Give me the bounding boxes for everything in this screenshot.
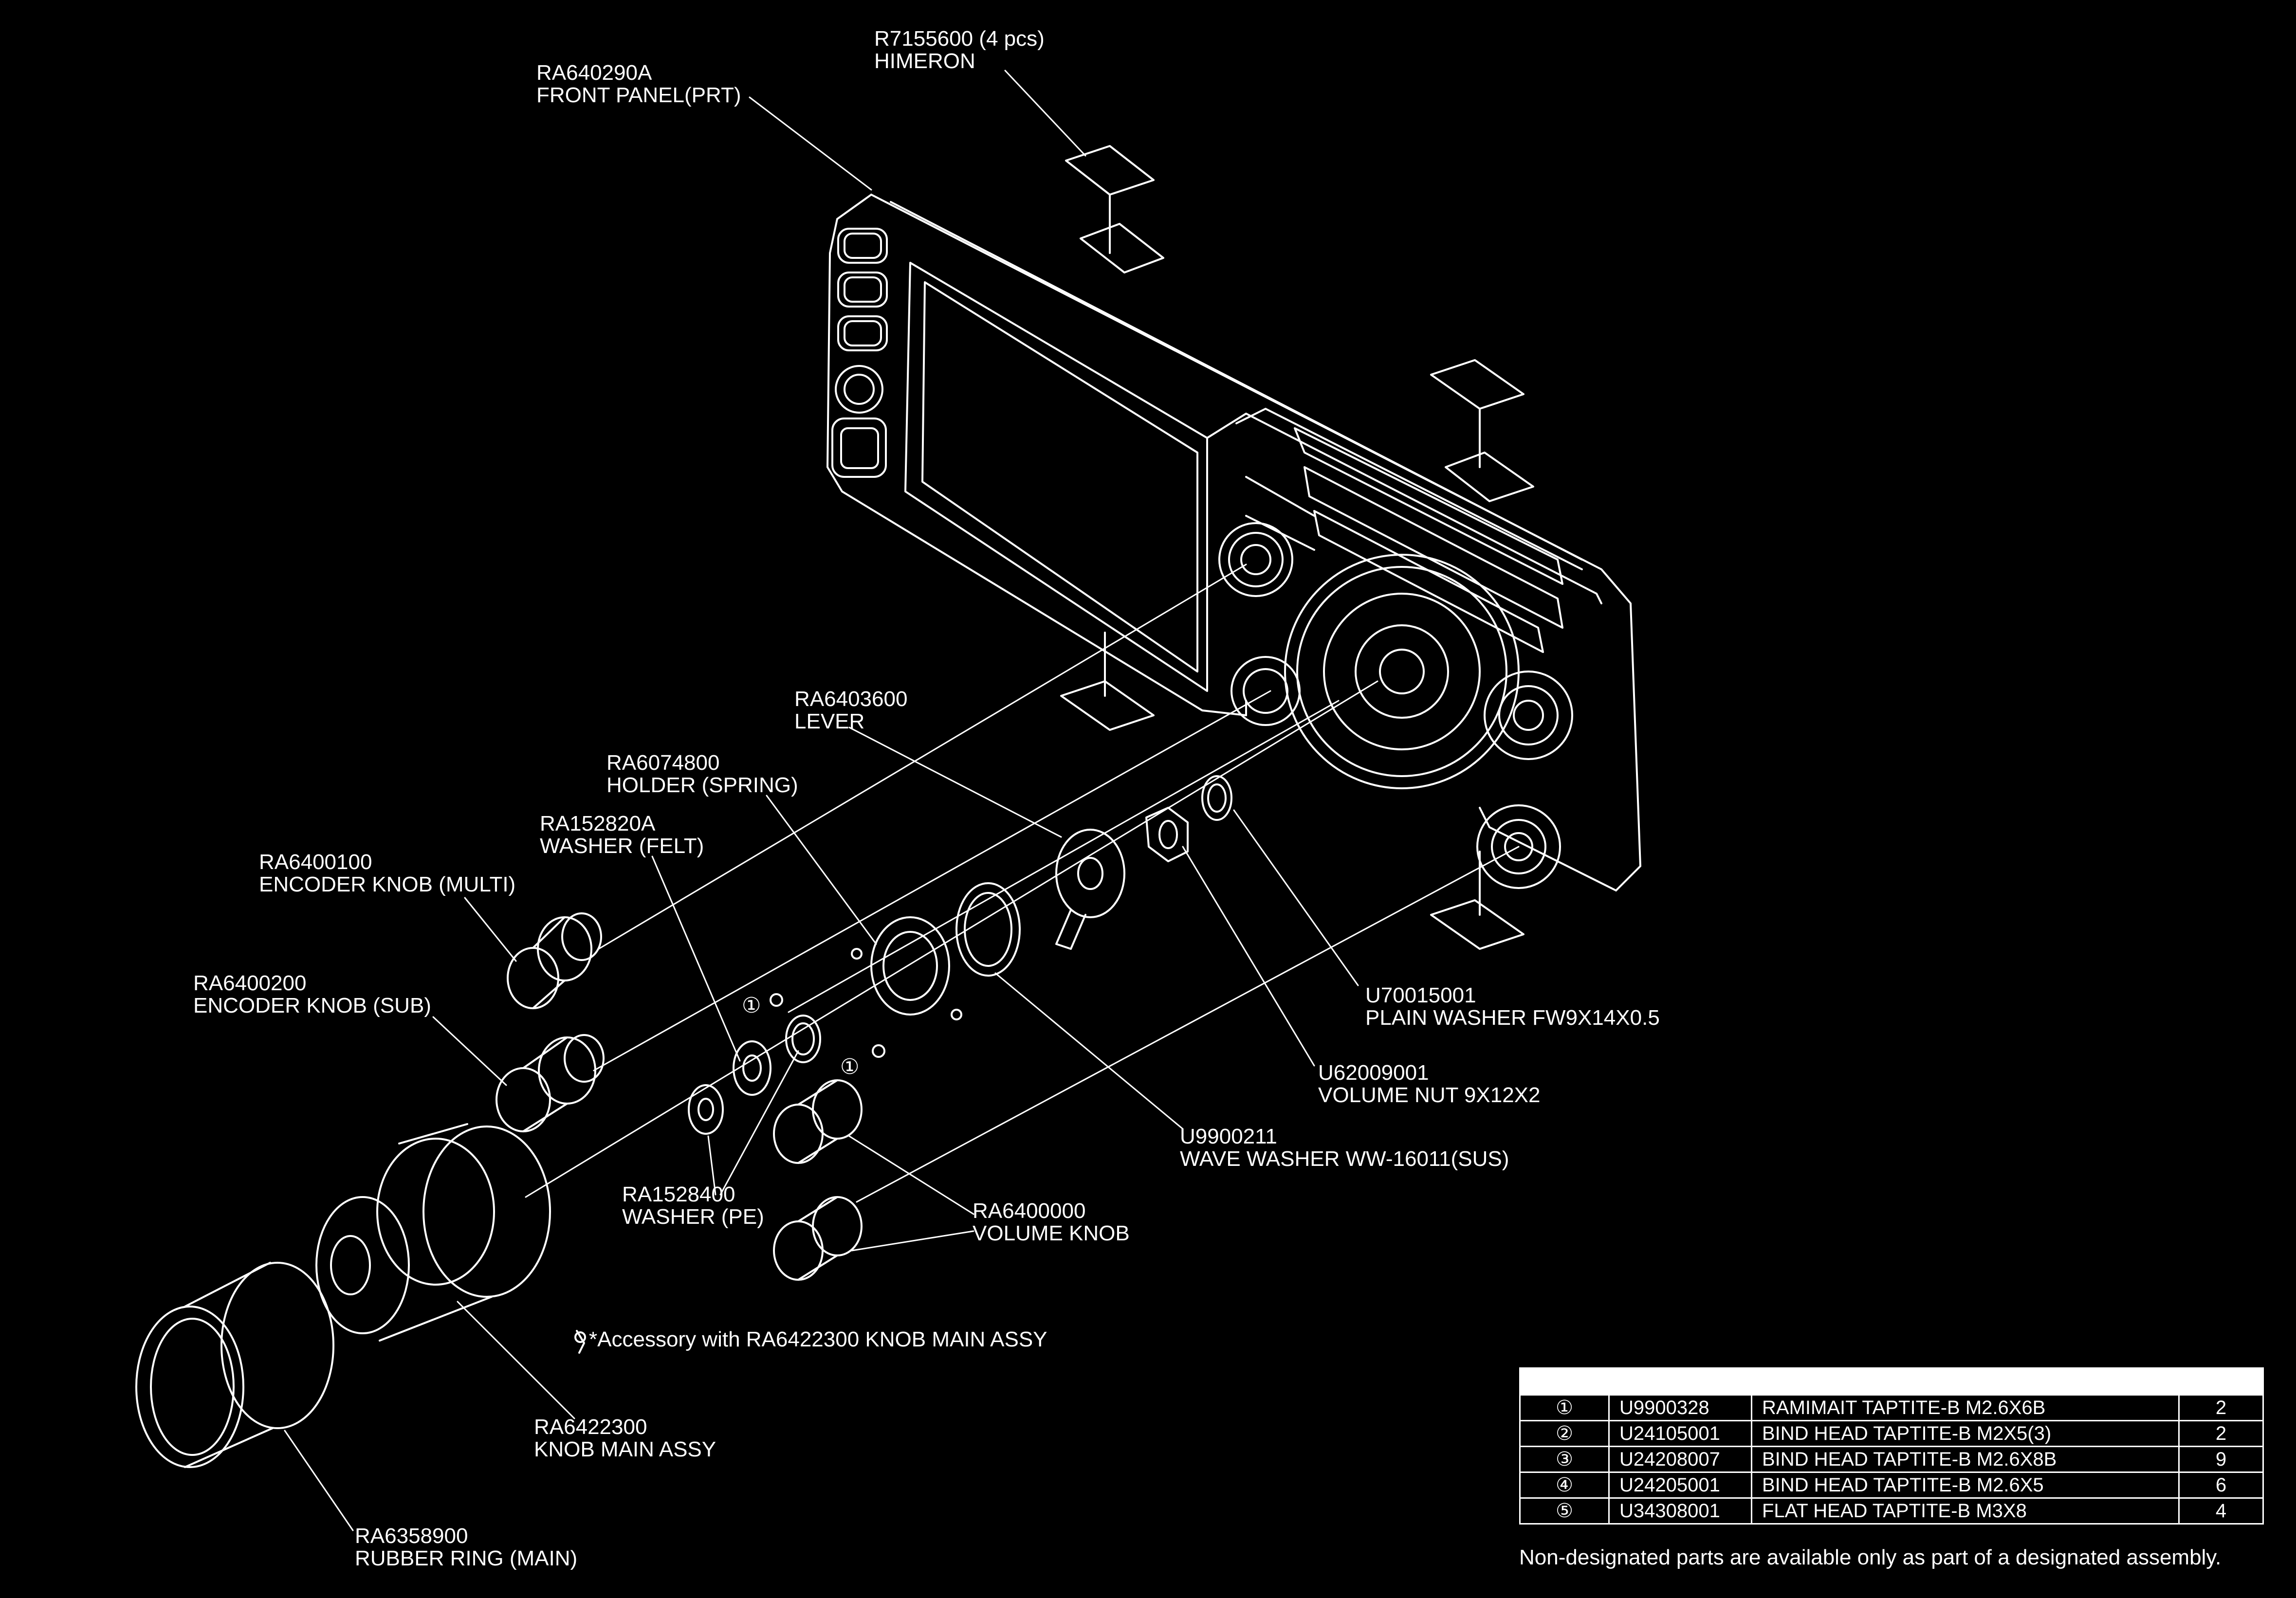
screw-marker: ① <box>840 1055 860 1079</box>
callout-encoder-knob-multi: RA6400100 ENCODER KNOB (MULTI) <box>259 851 515 896</box>
callout-name: HIMERON <box>874 49 975 73</box>
callout-part-no: RA6400000 <box>973 1199 1086 1223</box>
callout-front-panel: RA640290A FRONT PANEL(PRT) <box>536 62 741 107</box>
encoder-knob-sub-drawing <box>496 1034 605 1132</box>
washer-drawing <box>688 775 1232 1135</box>
callout-part-no: RA6400200 <box>193 971 307 995</box>
callout-part-no: RA6400100 <box>259 850 372 874</box>
callout-knob-main-assy: RA6422300 KNOB MAIN ASSY <box>534 1416 716 1461</box>
table-header-row <box>1519 1367 2264 1396</box>
table-row: ④ U24205001 BIND HEAD TAPTITE-B M2.6X5 6 <box>1519 1471 2264 1499</box>
encoder-knob-multi-drawing <box>507 912 602 1009</box>
table-cell-part-no: U24208007 <box>1608 1446 1752 1473</box>
accessory-note: *Accessory with RA6422300 KNOB MAIN ASSY <box>589 1327 1047 1351</box>
callout-volume-nut: U62009001 VOLUME NUT 9X12X2 <box>1318 1062 1540 1107</box>
table-footnote: Non-designated parts are available only … <box>1519 1545 2222 1569</box>
callout-part-no: RA1528400 <box>622 1182 735 1206</box>
callout-part-no: RA152820A <box>540 812 656 835</box>
table-cell-mark: ① <box>1519 1394 1610 1421</box>
table-cell-description: BIND HEAD TAPTITE-B M2.6X5 <box>1751 1471 2180 1499</box>
callout-name: HOLDER (SPRING) <box>606 773 798 797</box>
callout-encoder-knob-sub: RA6400200 ENCODER KNOB (SUB) <box>193 972 431 1017</box>
callout-name: LEVER <box>794 709 865 733</box>
callout-name: FRONT PANEL(PRT) <box>536 83 741 107</box>
callout-holder-spring: RA6074800 HOLDER (SPRING) <box>606 752 798 797</box>
callout-part-no: RA640290A <box>536 61 652 85</box>
table-row: ② U24105001 BIND HEAD TAPTITE-B M2X5(3) … <box>1519 1420 2264 1447</box>
table-cell-description: BIND HEAD TAPTITE-B M2X5(3) <box>1751 1420 2180 1447</box>
callout-name: ENCODER KNOB (SUB) <box>193 994 431 1017</box>
table-cell-qty: 6 <box>2178 1471 2264 1499</box>
volume-knob-drawing <box>773 1079 863 1281</box>
table-cell-mark: ④ <box>1519 1471 1610 1499</box>
callout-name: WAVE WASHER WW-16011(SUS) <box>1180 1147 1509 1171</box>
callout-plain-washer: U70015001 PLAIN WASHER FW9X14X0.5 <box>1365 984 1660 1029</box>
table-cell-part-no: U24205001 <box>1608 1471 1752 1499</box>
table-cell-qty: 4 <box>2178 1497 2264 1525</box>
leader-lines <box>284 70 1359 1531</box>
table-cell-part-no: U24105001 <box>1608 1420 1752 1447</box>
table-cell-mark: ⑤ <box>1519 1497 1610 1525</box>
callout-part-no: U9900211 <box>1180 1125 1277 1148</box>
table-cell-qty: 9 <box>2178 1446 2264 1473</box>
callout-part-no: RA6422300 <box>534 1415 647 1439</box>
table-cell-mark: ② <box>1519 1420 1610 1447</box>
callout-part-no: RA6358900 <box>355 1524 468 1548</box>
table-row: ① U9900328 RAMIMAIT TAPTITE-B M2.6X6B 2 <box>1519 1394 2264 1421</box>
table-cell-part-no: U9900328 <box>1608 1394 1752 1421</box>
table-cell-description: BIND HEAD TAPTITE-B M2.6X8B <box>1751 1446 2180 1473</box>
callout-part-no: U62009001 <box>1318 1061 1429 1085</box>
table-row: ⑤ U34308001 FLAT HEAD TAPTITE-B M3X8 4 <box>1519 1497 2264 1525</box>
callout-washer-felt: RA152820A WASHER (FELT) <box>540 813 704 857</box>
callout-part-no: RA6074800 <box>606 751 720 775</box>
callout-washer-pe: RA1528400 WASHER (PE) <box>622 1183 764 1228</box>
callout-lever: RA6403600 LEVER <box>794 688 907 733</box>
callout-volume-knob: RA6400000 VOLUME KNOB <box>973 1200 1130 1245</box>
table-cell-part-no: U34308001 <box>1608 1497 1752 1525</box>
callout-himeron: R7155600 (4 pcs) HIMERON <box>874 28 1045 73</box>
callout-name: ENCODER KNOB (MULTI) <box>259 872 516 896</box>
front-panel-drawing <box>827 194 1641 891</box>
table-cell-description: FLAT HEAD TAPTITE-B M3X8 <box>1751 1497 2180 1525</box>
callout-name: WASHER (FELT) <box>540 834 704 858</box>
knob-main-assy-drawing <box>315 1123 586 1354</box>
table-cell-qty: 2 <box>2178 1394 2264 1421</box>
explode-axis-lines <box>525 563 1520 1203</box>
table-row: ③ U24208007 BIND HEAD TAPTITE-B M2.6X8B … <box>1519 1446 2264 1473</box>
screw-marker: ① <box>742 994 761 1017</box>
screw-parts-table: ① U9900328 RAMIMAIT TAPTITE-B M2.6X6B 2 … <box>1519 1367 2264 1525</box>
callout-name: VOLUME KNOB <box>973 1221 1130 1245</box>
table-cell-mark: ③ <box>1519 1446 1610 1473</box>
callout-rubber-ring: RA6358900 RUBBER RING (MAIN) <box>355 1525 577 1570</box>
himeron-pads-drawing <box>1060 145 1534 950</box>
callout-name: VOLUME NUT 9X12X2 <box>1318 1083 1541 1107</box>
table-cell-qty: 2 <box>2178 1420 2264 1447</box>
callout-part-no: R7155600 (4 pcs) <box>874 27 1045 51</box>
callout-name: PLAIN WASHER FW9X14X0.5 <box>1365 1006 1660 1030</box>
callout-name: WASHER (PE) <box>622 1205 764 1229</box>
callout-part-no: RA6403600 <box>794 687 908 711</box>
callout-part-no: U70015001 <box>1365 983 1476 1007</box>
rubber-ring-drawing <box>135 1262 334 1468</box>
callout-name: RUBBER RING (MAIN) <box>355 1546 578 1570</box>
callout-name: KNOB MAIN ASSY <box>534 1437 716 1461</box>
table-cell-description: RAMIMAIT TAPTITE-B M2.6X6B <box>1751 1394 2180 1421</box>
callout-wave-washer: U9900211 WAVE WASHER WW-16011(SUS) <box>1180 1126 1509 1170</box>
